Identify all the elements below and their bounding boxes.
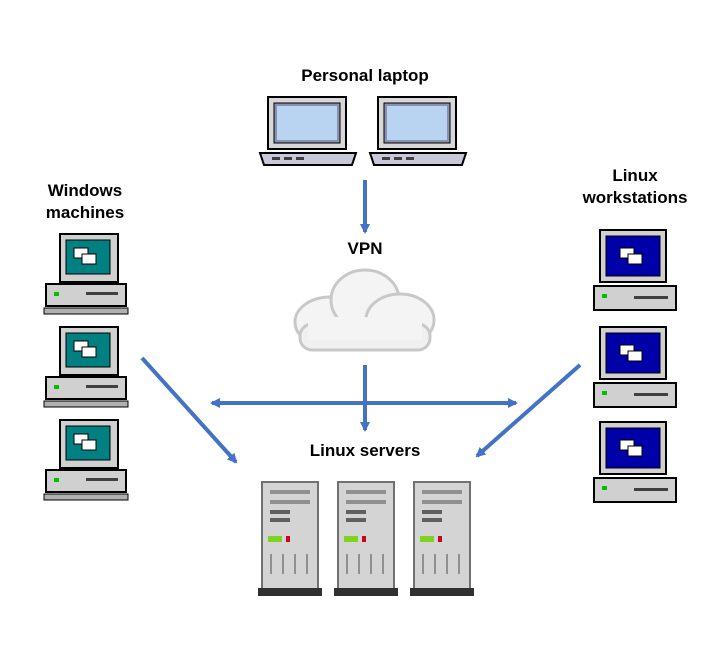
windows-pc-icon: [43, 419, 129, 501]
windows-machines-label: Windows machines: [20, 180, 150, 224]
linux-workstations-to-servers-arrow: [475, 363, 582, 458]
linux-workstations-label-line2: workstations: [582, 188, 688, 207]
server-tower-icon: [410, 481, 474, 596]
linux-workstations-label-line1: Linux: [612, 166, 658, 185]
server-tower-icon: [258, 481, 322, 596]
linux-workstation-icon: [593, 421, 677, 503]
linux-servers-label: Linux servers: [309, 441, 421, 460]
windows-machines-label-line1: Windows: [47, 181, 123, 200]
personal-laptop-label: Personal laptop: [301, 66, 429, 85]
laptop-icon: [258, 96, 358, 166]
vpn-label: VPN: [347, 239, 383, 258]
cloud-icon: [293, 268, 436, 352]
laptop-icon: [368, 96, 468, 166]
linux-workstation-icon: [593, 229, 677, 311]
windows-machines-label-line2: machines: [45, 203, 125, 222]
windows-to-servers-arrow: [140, 356, 238, 464]
linux-workstations-label: Linux workstations: [565, 165, 705, 209]
windows-pc-icon: [43, 326, 129, 408]
server-tower-icon: [334, 481, 398, 596]
windows-pc-icon: [43, 233, 129, 315]
linux-workstation-icon: [593, 326, 677, 408]
